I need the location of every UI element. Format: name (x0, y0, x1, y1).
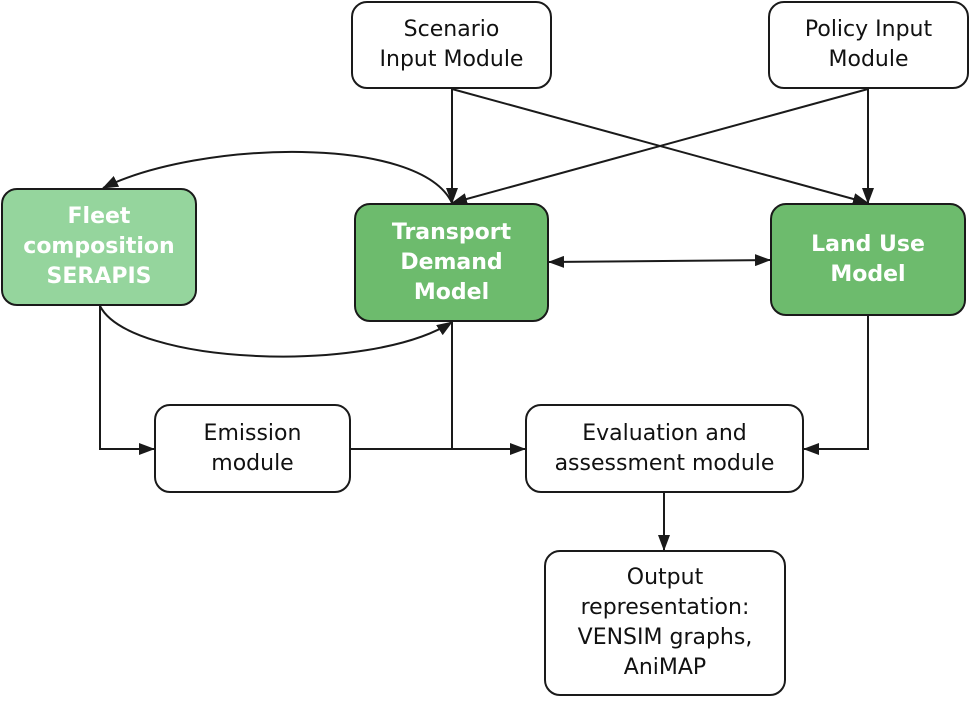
arrow-fleet-to-emission (99, 306, 155, 455)
arrow-fleet-to-transport (99, 305, 453, 358)
scenario-input-module-box: Scenario Input Module (351, 1, 552, 89)
arrow-transport-landuse-bidirectional (548, 254, 771, 268)
policy-input-module-box: Policy Input Module (768, 1, 969, 89)
transport-demand-model-box: Transport Demand Model (354, 203, 549, 322)
evaluation-assessment-module-box: Evaluation and assessment module (525, 404, 804, 493)
arrow-landuse-to-evaluation (803, 316, 869, 455)
arrow-transport-to-fleet (102, 150, 453, 204)
fleet-composition-box: Fleet composition SERAPIS (1, 188, 197, 306)
emission-module-box: Emission module (154, 404, 351, 493)
arrow-policy-to-transport (451, 88, 869, 205)
land-use-model-box: Land Use Model (770, 203, 966, 316)
output-representation-box: Output representation: VENSIM graphs, An… (544, 550, 786, 696)
